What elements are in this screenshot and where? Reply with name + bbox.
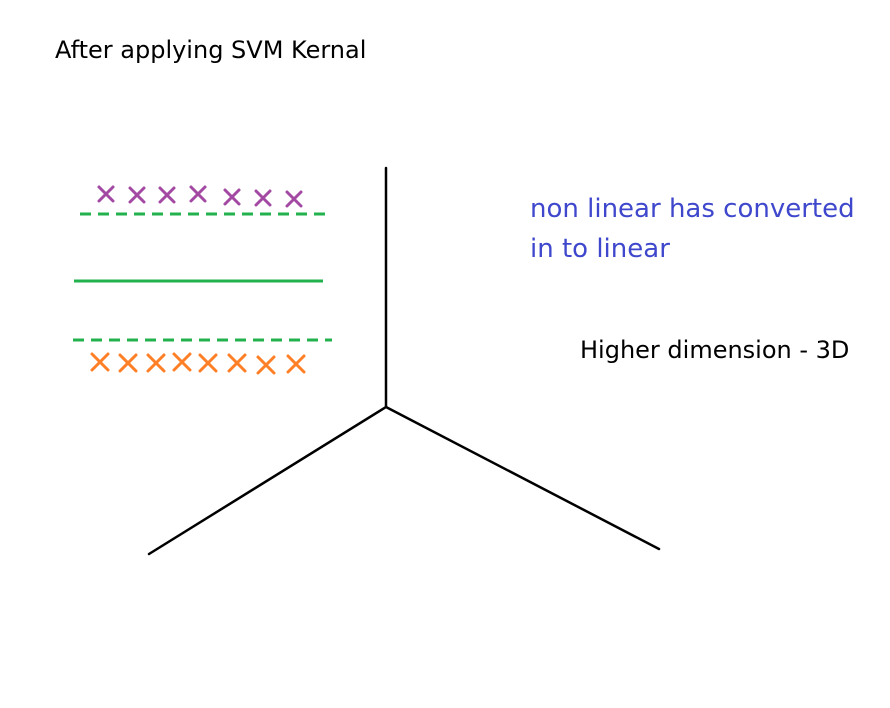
axes-3d — [147, 166, 661, 556]
class-b-marker — [198, 353, 218, 373]
class-b-marker — [286, 354, 306, 374]
dimension-label: Higher dimension - 3D — [580, 336, 850, 364]
class-a-marker — [128, 186, 146, 204]
annotation-line-1: non linear has converted — [530, 194, 855, 224]
class-b-marker — [118, 353, 138, 373]
class-a-marker — [285, 190, 303, 208]
class-b-marker — [227, 353, 247, 373]
class-b-marker — [256, 355, 276, 375]
class-a-marker — [97, 185, 115, 203]
class-b-marker — [172, 352, 192, 372]
class-a-marker — [189, 185, 207, 203]
diagram-title: After applying SVM Kernal — [55, 36, 367, 64]
annotation-line-2: in to linear — [530, 234, 670, 264]
class-b-points — [90, 352, 306, 375]
class-a-marker — [158, 186, 176, 204]
class-b-marker — [90, 352, 110, 372]
class-a-points — [97, 185, 303, 208]
class-a-marker — [223, 188, 241, 206]
separator-lines — [73, 212, 332, 342]
class-b-marker — [146, 353, 166, 373]
axis-right — [384, 405, 661, 551]
class-a-marker — [254, 189, 272, 207]
axis-left — [147, 405, 388, 556]
